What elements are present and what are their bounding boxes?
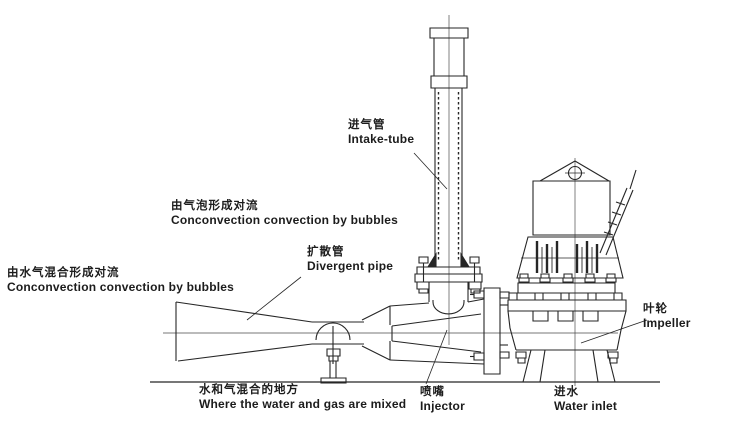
tube-flange-lower	[415, 274, 482, 282]
volute-casing	[508, 311, 626, 350]
label-injector: 喷嘴 Injector	[420, 386, 465, 413]
cooling-fins	[537, 241, 597, 273]
tube-entry-bowl	[433, 300, 464, 314]
label-water-inlet-en: Water inlet	[554, 398, 618, 413]
label-convection-lower-en: Conconvection convection by bubbles	[7, 279, 235, 294]
label-intake-tube-zh: 进气管	[348, 119, 386, 131]
flange-bolt-row	[509, 293, 622, 300]
leader-intake-tube	[414, 153, 447, 189]
injector-drawing	[362, 288, 509, 374]
label-divergent-pipe-zh: 扩散管	[307, 246, 345, 258]
label-impeller-zh: 叶轮	[643, 303, 668, 315]
tube-collar	[431, 76, 467, 88]
leader-lines	[247, 153, 647, 384]
label-intake-tube: 进气管 Intake-tube	[348, 119, 414, 146]
cooling-fins-thin	[542, 247, 592, 273]
pump-drawing	[508, 161, 636, 382]
pipe-clamp-arc	[316, 323, 350, 340]
support-base	[321, 378, 346, 383]
label-divergent-pipe-en: Divergent pipe	[307, 258, 394, 273]
intake-tube-drawing	[415, 28, 482, 314]
label-injector-en: Injector	[420, 398, 465, 413]
label-convection-lower-zh: 由水气混合形成对流	[7, 267, 120, 279]
fin-section	[517, 237, 623, 278]
lower-bolts	[516, 352, 618, 363]
label-impeller: 叶轮 Impeller	[643, 303, 691, 330]
support-stand-drawing	[316, 323, 350, 383]
label-convection-upper: 由气泡形成对流 Conconvection convection by bubb…	[171, 200, 398, 227]
label-mixing-zone-zh: 水和气混合的地方	[199, 384, 299, 396]
label-convection-upper-en: Conconvection convection by bubbles	[171, 212, 399, 227]
pump-top-plate	[518, 283, 615, 293]
centerlines	[163, 15, 618, 386]
label-intake-tube-en: Intake-tube	[348, 131, 415, 146]
label-impeller-en: Impeller	[643, 315, 691, 330]
discharge-flange-bolts	[470, 291, 509, 360]
pump-main-flange	[508, 300, 626, 311]
label-convection-upper-zh: 由气泡形成对流	[171, 200, 259, 212]
nozzle-cone	[392, 314, 481, 352]
upper-bolt-row	[519, 274, 616, 282]
cable-gland	[600, 170, 636, 255]
label-convection-lower: 由水气混合形成对流 Conconvection convection by bu…	[7, 267, 234, 294]
label-divergent-pipe: 扩散管 Divergent pipe	[307, 246, 393, 273]
tube-flange-upper	[417, 267, 480, 274]
label-mixing-zone: 水和气混合的地方 Where the water and gas are mix…	[199, 384, 406, 411]
divergent-pipe-drawing	[176, 302, 364, 361]
label-injector-zh: 喷嘴	[420, 386, 445, 398]
discharge-flange	[484, 288, 500, 374]
leader-impeller	[581, 320, 647, 343]
inlet-bell	[523, 350, 615, 382]
label-water-inlet: 进水 Water inlet	[554, 386, 617, 413]
leader-injector	[426, 330, 447, 384]
leader-divergent-pipe	[247, 277, 301, 320]
gusset-left	[428, 254, 436, 267]
flange-bolt-right	[469, 257, 481, 293]
label-water-inlet-zh: 进水	[554, 386, 579, 398]
label-mixing-zone-en: Where the water and gas are mixed	[199, 396, 407, 411]
gusset-right	[461, 254, 469, 267]
lifting-eye	[540, 161, 609, 181]
flange-bolt-left	[417, 257, 429, 293]
motor-housing	[533, 181, 610, 235]
